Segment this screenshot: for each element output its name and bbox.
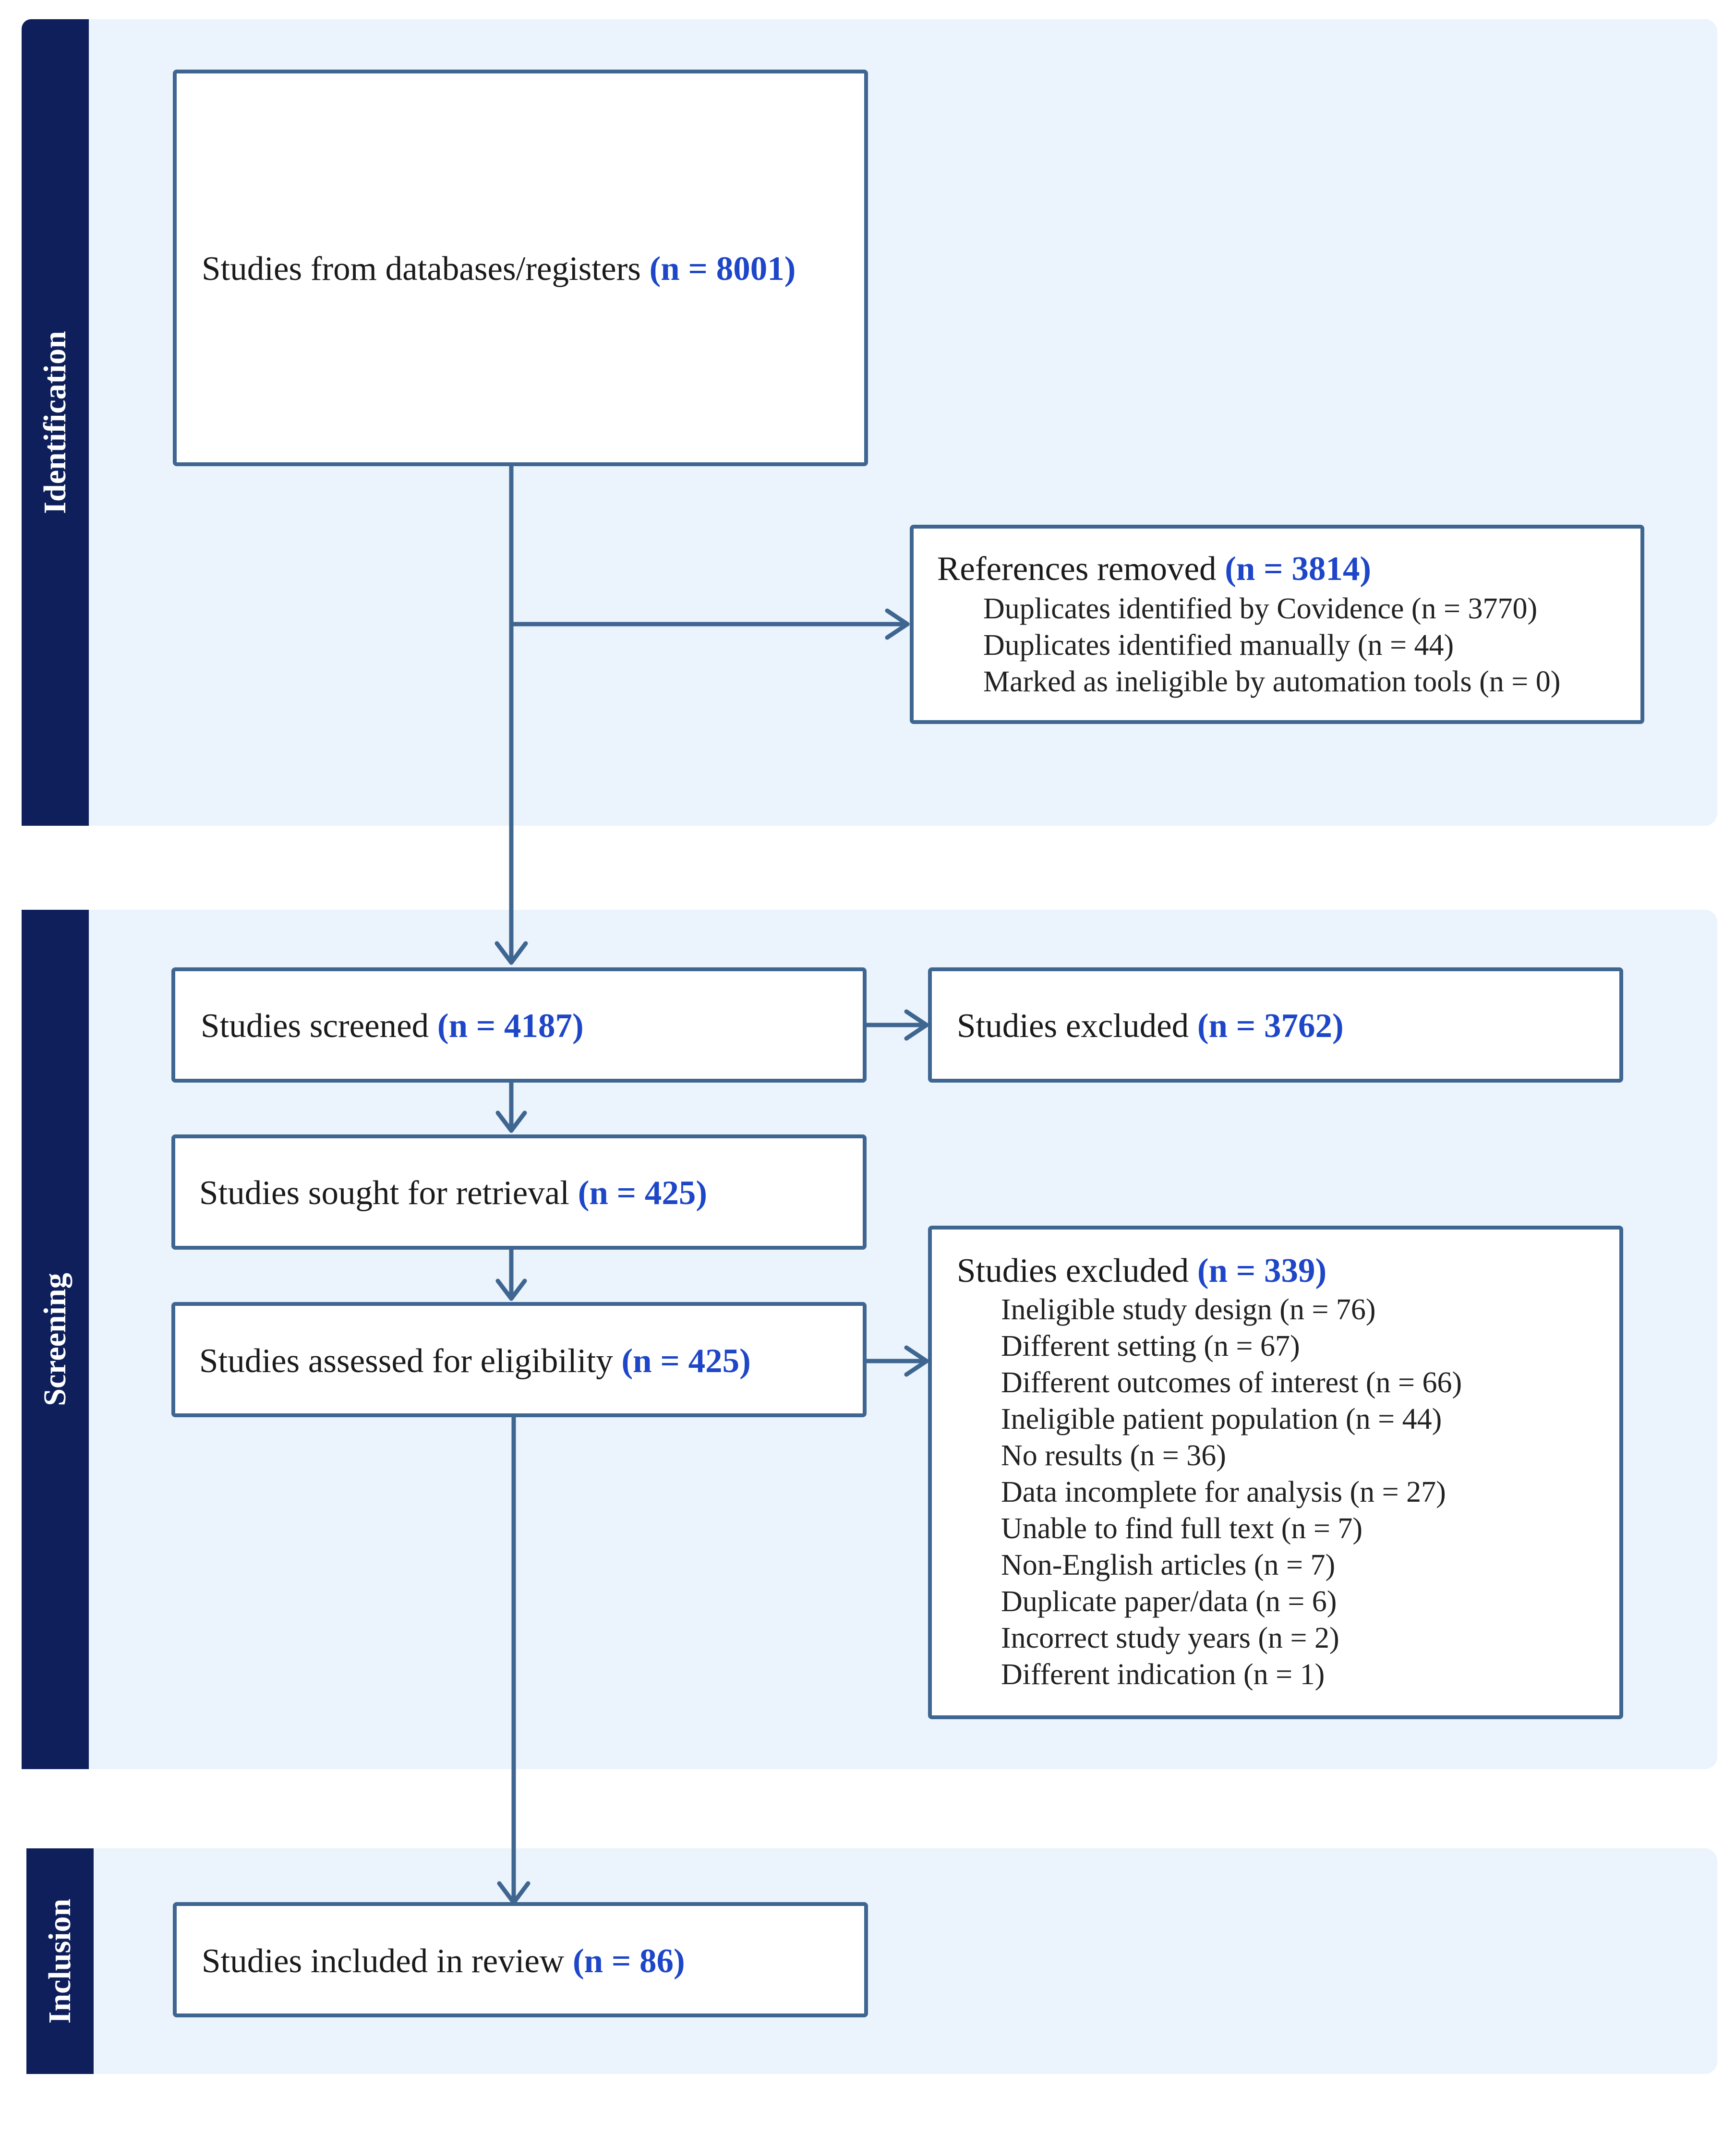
included-count: (n = 86) — [572, 1942, 685, 1980]
removed-box — [910, 525, 1644, 724]
arrowhead-removed — [885, 608, 910, 640]
screening-tab — [22, 910, 89, 1769]
excluded-reason: Data incomplete for analysis (n = 27) — [1001, 1476, 1446, 1508]
excluded-screen-label: Studies excluded — [957, 1007, 1189, 1045]
arrowhead-excluded-full — [904, 1345, 929, 1377]
excluded-reason: Ineligible study design (n = 76) — [1001, 1293, 1376, 1326]
excluded-screen-text: Studies excluded (n = 3762) — [957, 1009, 1344, 1043]
excluded-reason: Different setting (n = 67) — [1001, 1330, 1300, 1362]
excluded-screen-count: (n = 3762) — [1197, 1007, 1344, 1045]
excluded-full-label: Studies excluded — [957, 1252, 1189, 1290]
removed-heading: References removed (n = 3814) — [937, 552, 1371, 586]
databases-label: Studies from databases/registers — [202, 250, 641, 288]
excluded-reason: Ineligible patient population (n = 44) — [1001, 1403, 1442, 1435]
included-label: Studies included in review — [202, 1942, 565, 1980]
removed-item: Marked as ineligible by automation tools… — [983, 665, 1561, 698]
excluded-full-heading: Studies excluded (n = 339) — [957, 1254, 1326, 1288]
eligibility-count: (n = 425) — [621, 1342, 751, 1380]
retrieval-box — [171, 1134, 867, 1250]
excluded-reason: Different indication (n = 1) — [1001, 1658, 1325, 1691]
arrowhead-excluded-screen — [904, 1009, 929, 1041]
identification-tab — [22, 19, 89, 826]
excluded-full-count: (n = 339) — [1197, 1252, 1327, 1290]
arrowhead-eligibility — [495, 1278, 527, 1301]
removed-label: References removed — [937, 550, 1217, 588]
inclusion-tab — [26, 1848, 94, 2074]
excluded-reason: No results (n = 36) — [1001, 1439, 1226, 1472]
databases-text: Studies from databases/registers (n = 80… — [202, 252, 796, 286]
included-box — [173, 1902, 868, 2017]
excluded-reason: Unable to find full text (n = 7) — [1001, 1512, 1362, 1545]
screened-box — [171, 967, 867, 1083]
excluded-full-box — [928, 1226, 1623, 1719]
retrieval-text: Studies sought for retrieval (n = 425) — [199, 1176, 707, 1210]
eligibility-text: Studies assessed for eligibility (n = 42… — [199, 1344, 751, 1378]
databases-count: (n = 8001) — [649, 250, 796, 288]
screened-text: Studies screened (n = 4187) — [201, 1009, 584, 1043]
arrowhead-retrieval — [495, 1110, 527, 1133]
arrowhead-screened — [494, 941, 528, 965]
excluded-reason: Incorrect study years (n = 2) — [1001, 1622, 1339, 1654]
eligibility-box — [171, 1302, 867, 1417]
removed-item: Duplicates identified by Covidence (n = … — [983, 592, 1538, 625]
retrieval-label: Studies sought for retrieval — [199, 1174, 569, 1212]
removed-count: (n = 3814) — [1225, 550, 1371, 588]
retrieval-count: (n = 425) — [578, 1174, 707, 1212]
included-text: Studies included in review (n = 86) — [202, 1944, 685, 1978]
databases-box — [173, 70, 868, 466]
screened-count: (n = 4187) — [437, 1007, 584, 1045]
excluded-reason: Duplicate paper/data (n = 6) — [1001, 1585, 1337, 1618]
screened-label: Studies screened — [201, 1007, 429, 1045]
excluded-reason: Non-English articles (n = 7) — [1001, 1549, 1336, 1581]
removed-item: Duplicates identified manually (n = 44) — [983, 629, 1454, 662]
excluded-reason: Different outcomes of interest (n = 66) — [1001, 1366, 1462, 1399]
eligibility-label: Studies assessed for eligibility — [199, 1342, 613, 1380]
excluded-screen-box — [928, 967, 1623, 1083]
